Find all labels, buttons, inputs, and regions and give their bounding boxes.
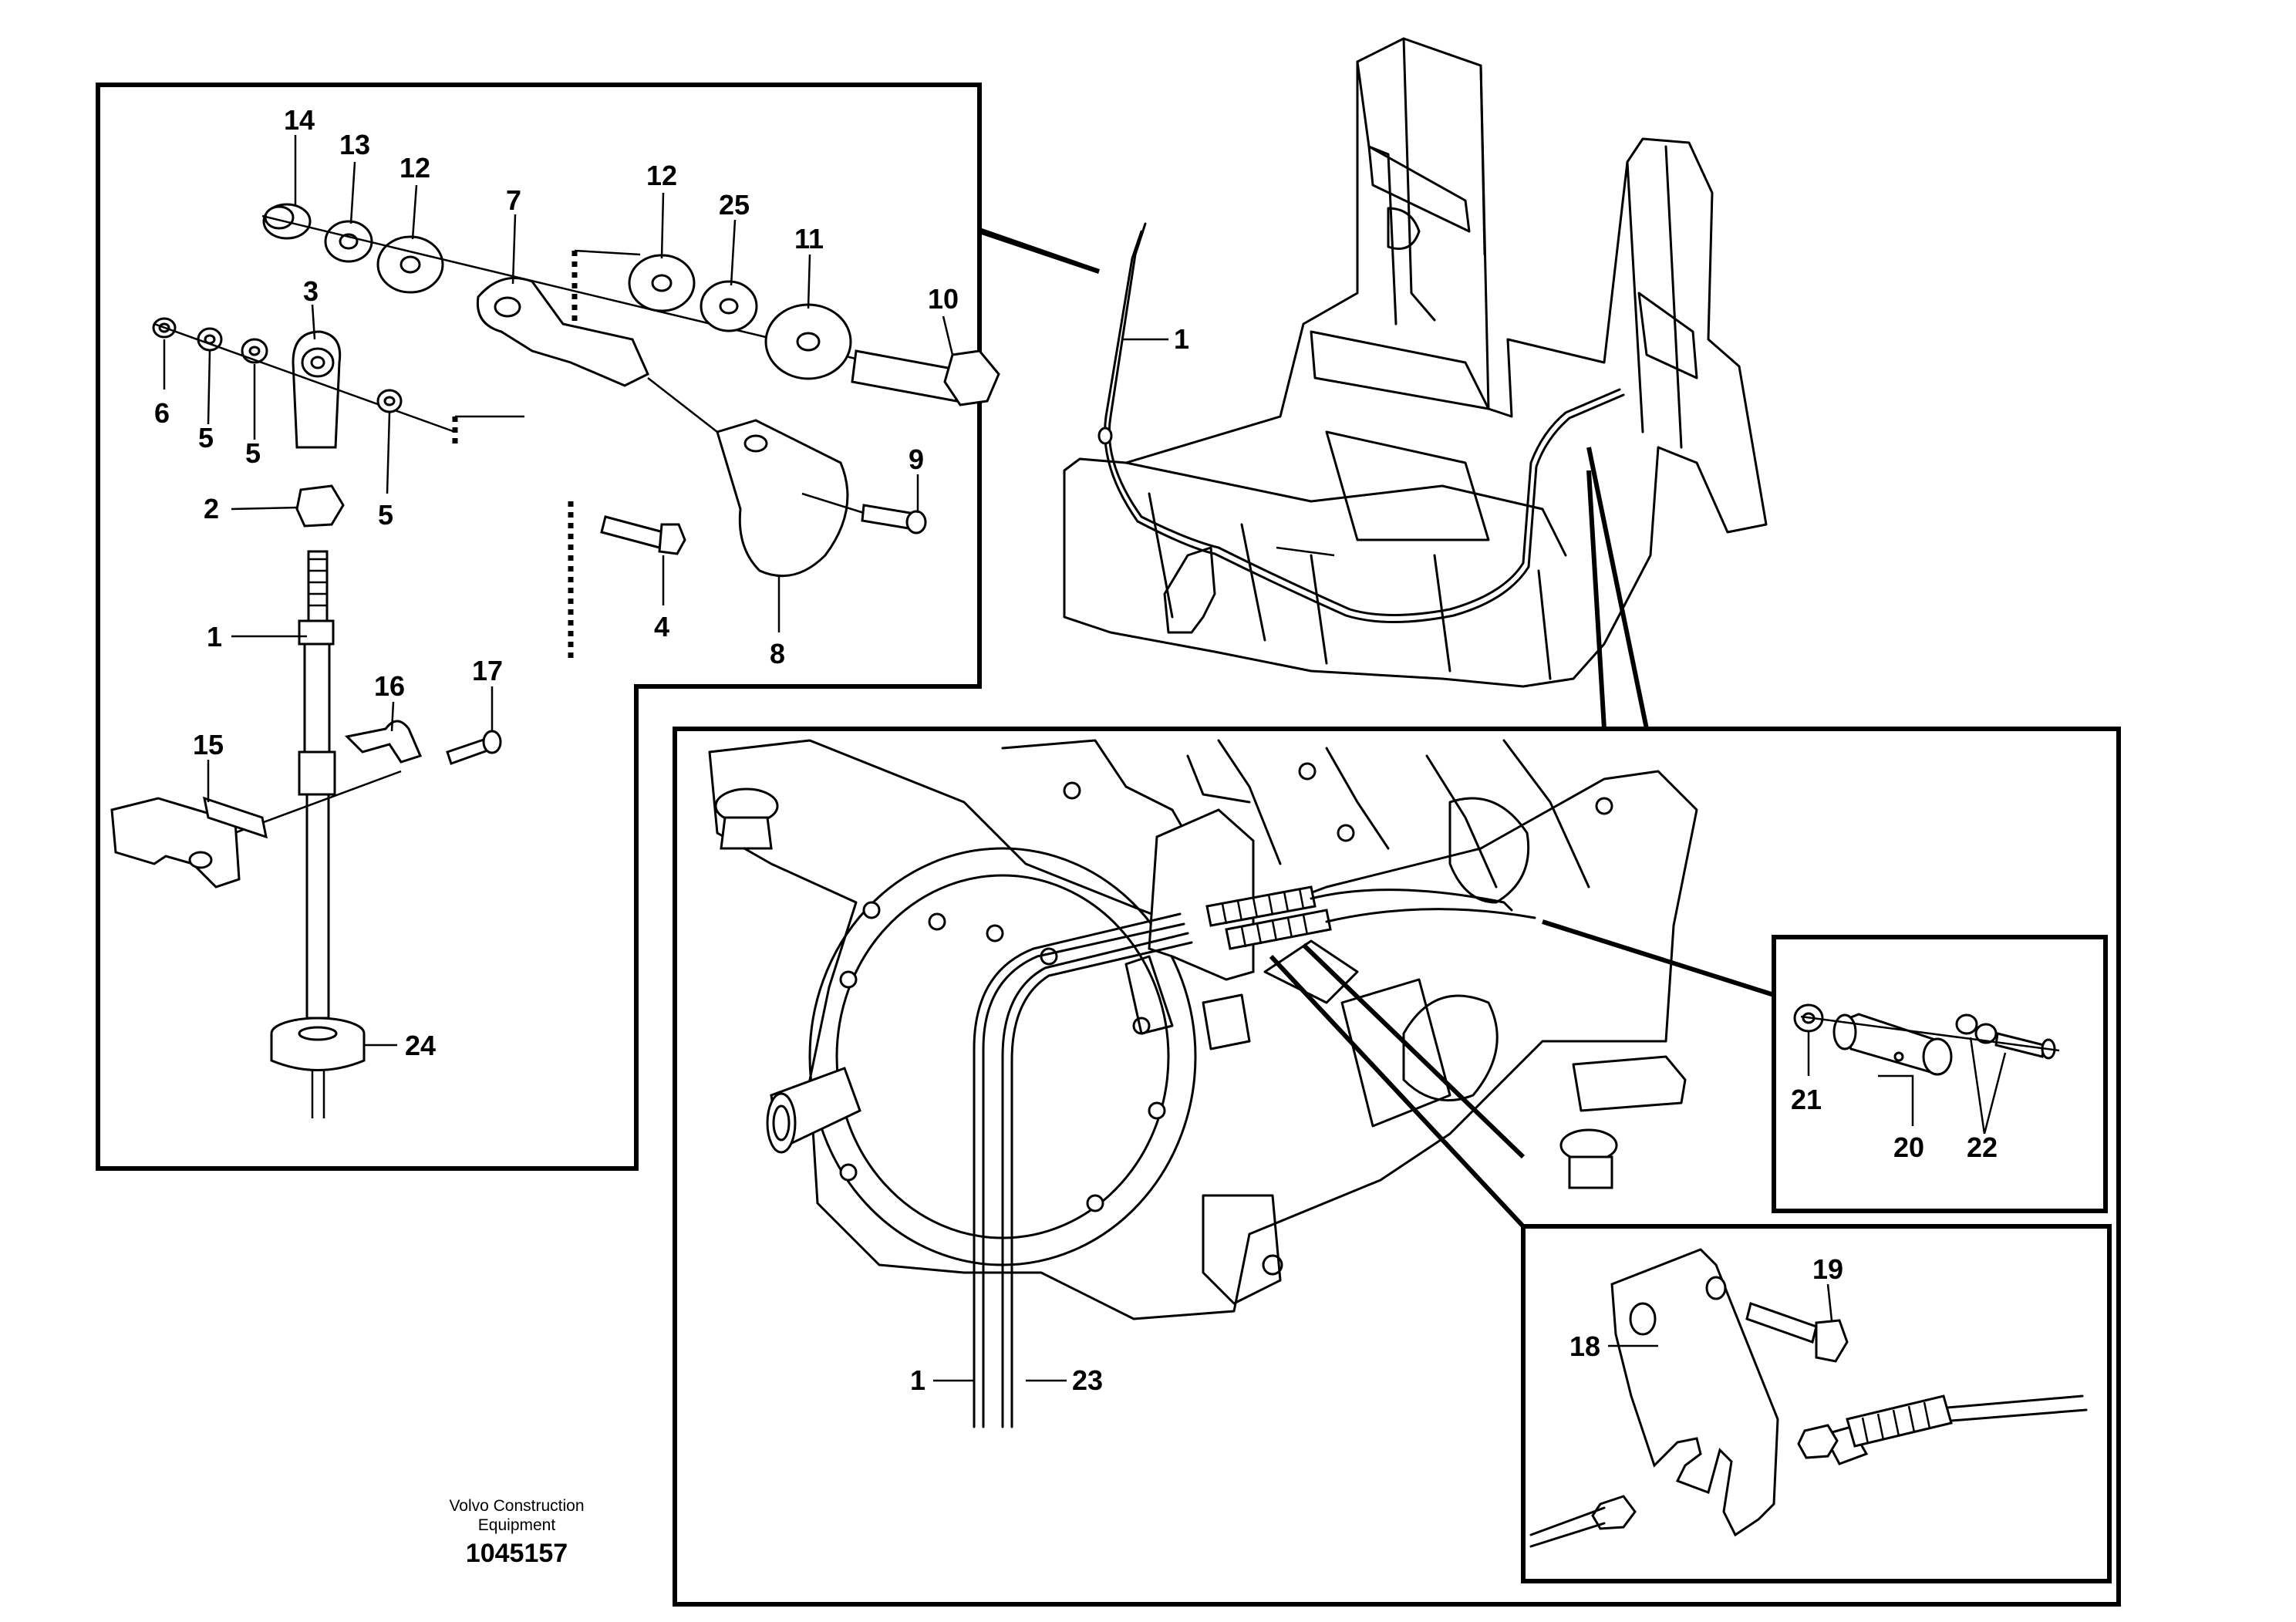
bolt-17 (446, 730, 502, 765)
pointer-to-bracket-panel-2 (1301, 943, 1526, 1159)
pin-inset-border (1772, 935, 2108, 1213)
nut-bracket-right (1797, 1424, 1839, 1459)
detail-panel-lever-linkage (96, 83, 1100, 1171)
screw-9 (861, 504, 927, 534)
threaded-rod (307, 550, 329, 622)
callout-20: 20 (1893, 1131, 1924, 1163)
callout-24: 24 (405, 1030, 436, 1061)
callout-8: 8 (770, 638, 785, 669)
bolt-19 (1745, 1302, 1849, 1363)
nut-bracket-left (1591, 1495, 1637, 1530)
callout-labels: 14 13 12 7 12 25 11 3 10 6 5 5 9 2 5 4 8… (154, 104, 1998, 1396)
detail-panel-border (96, 83, 1100, 1171)
callout-18: 18 (1569, 1330, 1600, 1362)
pointer-to-bracket-panel (1269, 954, 1526, 1229)
callout-7: 7 (506, 184, 521, 216)
callout-5c: 5 (378, 499, 393, 531)
callout-23: 23 (1072, 1364, 1103, 1396)
bolt-4 (600, 515, 686, 555)
callout-6: 6 (154, 397, 170, 429)
callout-21: 21 (1791, 1084, 1822, 1115)
callout-13: 13 (339, 129, 370, 160)
callout-1-detail: 1 (207, 621, 222, 653)
bracket-inset (1521, 1224, 2112, 1583)
callout-16: 16 (374, 670, 405, 702)
washer-12-left (376, 235, 444, 294)
grommet-24 (270, 1017, 366, 1071)
callout-5b: 5 (245, 437, 261, 469)
pointer-to-main-right (1586, 447, 1649, 730)
cable-bracket-main (1148, 808, 1255, 981)
output-shaft (766, 1067, 861, 1154)
pointer-to-pin-panel (1542, 919, 1775, 997)
pin-inset (1772, 935, 2108, 1213)
callout-12-left: 12 (400, 152, 430, 184)
callout-1-main: 1 (910, 1364, 925, 1396)
bracket-15 (110, 797, 241, 889)
bolt-10 (851, 349, 1000, 406)
ball-joint-3 (292, 330, 342, 449)
detail-pointer (979, 229, 1100, 274)
callout-12-right: 12 (646, 160, 677, 191)
pointer-to-main-left (1586, 470, 1607, 730)
main-panel-border (673, 727, 2121, 1607)
washer-25 (700, 280, 758, 332)
clamp-16 (344, 720, 423, 764)
clamp-plate-15 (203, 796, 268, 839)
engine-mount-right (1559, 1128, 1618, 1189)
engine-mount-left (714, 787, 779, 850)
cable-end-bracket (1803, 1394, 2088, 1465)
washers-22 (1955, 1013, 2056, 1060)
callout-10: 10 (928, 283, 959, 315)
callout-2: 2 (204, 493, 219, 524)
cable-boot-upper (1205, 885, 1317, 927)
cable-boot-lower (1225, 909, 1332, 950)
hex-nut-2 (295, 484, 345, 528)
washer-5c (376, 389, 403, 413)
callout-14: 14 (284, 104, 315, 136)
cover-8 (716, 419, 849, 578)
callout-1-frame: 1 (1174, 323, 1189, 355)
callout-9: 9 (909, 443, 924, 475)
callout-19: 19 (1812, 1253, 1843, 1285)
document-number: 1045157 (465, 1539, 568, 1568)
cable-1-detail (298, 619, 336, 1118)
callout-22: 22 (1967, 1131, 1998, 1163)
machine-frame (1063, 37, 1768, 688)
housing-bolts (839, 762, 1613, 1276)
callout-3: 3 (303, 275, 319, 307)
callout-5a: 5 (198, 422, 214, 454)
bracket-inset-border (1521, 1224, 2112, 1583)
callout-4: 4 (654, 611, 669, 642)
callout-25: 25 (719, 189, 750, 221)
leaders (163, 135, 2007, 1382)
callout-17: 17 (472, 655, 503, 686)
brand-caption: Volvo Construction Equipment (449, 1497, 585, 1534)
callout-15: 15 (193, 729, 224, 760)
lever-plate-7 (476, 277, 649, 387)
bracket-18 (1610, 1248, 1779, 1537)
main-panel-transmission (673, 727, 2121, 1607)
callout-11: 11 (794, 223, 824, 255)
washer-11 (764, 303, 852, 380)
washer-12-right (628, 254, 696, 312)
washer-5a (197, 327, 223, 352)
